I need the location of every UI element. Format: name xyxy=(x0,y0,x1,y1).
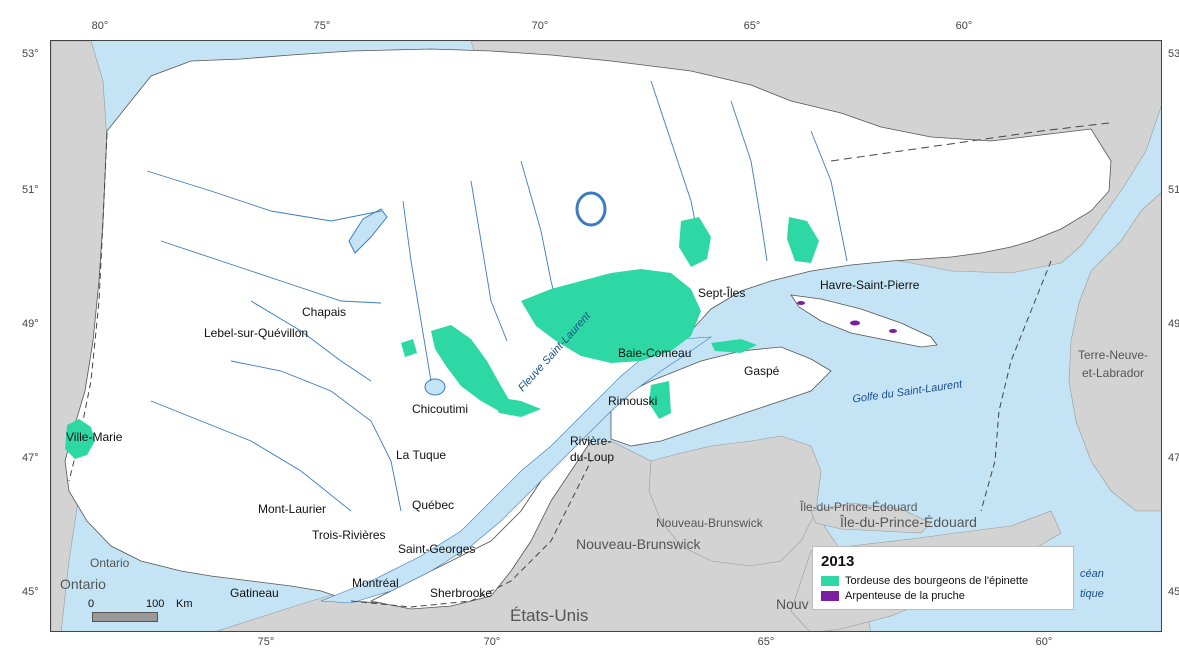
spruce-budworm-areas xyxy=(65,217,819,459)
label-nb-2: Nouveau-Brunswick xyxy=(576,536,701,552)
land-gaspe xyxy=(610,346,832,447)
label-terre-neuve-1: Terre-Neuve- xyxy=(1078,348,1149,362)
label-mont-laurier: Mont-Laurier xyxy=(258,502,327,516)
tick-right-45: 45 xyxy=(1168,586,1179,598)
tick-top-70: 70° xyxy=(531,20,549,32)
tick-top-60: 60° xyxy=(955,20,973,32)
label-sherbrooke: Sherbrooke xyxy=(430,586,493,600)
label-chicoutimi: Chicoutimi xyxy=(412,402,469,416)
tick-right-49: 49 xyxy=(1168,318,1179,330)
label-ipe-1: Île-du-Prince-Édouard xyxy=(800,500,918,514)
map-canvas xyxy=(51,41,1161,631)
legend-label-spruce-budworm: Tordeuse des bourgeons de l'épinette xyxy=(845,574,1029,587)
label-ontario-1: Ontario xyxy=(90,556,130,570)
boundary-gulf xyxy=(980,260,1052,512)
tick-left-53: 53° xyxy=(22,48,39,60)
legend-item-hemlock-looper: Arpenteuse de la pruche xyxy=(821,588,1065,603)
boundary-us xyxy=(350,460,592,608)
label-lebel: Lebel-sur-Quévillon xyxy=(204,326,309,340)
land-anticosti xyxy=(790,294,938,348)
label-rimouski: Rimouski xyxy=(608,394,658,408)
label-ipe-2: Île-du-Prince-Édouard xyxy=(840,514,977,530)
label-ville-marie: Ville-Marie xyxy=(66,430,123,444)
tick-bottom-65: 65° xyxy=(757,636,775,648)
tick-top-80: 80° xyxy=(91,20,109,32)
label-montreal: Montréal xyxy=(352,576,399,590)
label-gatineau: Gatineau xyxy=(230,586,279,600)
label-sept-iles: Sept-Îles xyxy=(698,286,746,300)
legend-item-spruce-budworm: Tordeuse des bourgeons de l'épinette xyxy=(821,573,1065,588)
tick-right-47: 47 xyxy=(1168,452,1179,464)
label-nb-1: Nouveau-Brunswick xyxy=(656,516,763,530)
label-quebec: Québec xyxy=(412,498,455,512)
scale-hundred-label: 100 xyxy=(146,598,165,610)
legend-label-hemlock-looper: Arpenteuse de la pruche xyxy=(845,589,965,602)
tick-left-49: 49° xyxy=(22,318,39,330)
legend-title: 2013 xyxy=(821,553,855,570)
tick-right-51: 51 xyxy=(1168,184,1179,196)
tick-left-47: 47° xyxy=(22,452,39,464)
map-frame xyxy=(50,40,1162,632)
label-riviere-du-loup-1: Rivière- xyxy=(570,434,612,448)
scale-unit-label: Km xyxy=(176,598,193,610)
label-havre: Havre-Saint-Pierre xyxy=(820,278,920,292)
boundary-labrador xyxy=(830,122,1110,162)
label-etats-unis: États-Unis xyxy=(510,606,589,625)
scale-bar xyxy=(92,612,158,622)
label-chapais: Chapais xyxy=(302,305,347,319)
tick-left-45: 45° xyxy=(22,586,39,598)
legend-swatch-hemlock-looper xyxy=(821,590,839,601)
label-la-tuque: La Tuque xyxy=(396,448,447,462)
map-legend: 2013 Tordeuse des bourgeons de l'épinett… xyxy=(812,546,1074,610)
label-ocean-1: céan xyxy=(1080,568,1104,580)
land-new-brunswick xyxy=(648,435,822,567)
lake-saint-jean xyxy=(424,378,446,396)
label-nb-3: Nouv xyxy=(776,596,809,612)
tick-top-65: 65° xyxy=(743,20,761,32)
land-pei xyxy=(810,502,932,534)
lake-manicouagan xyxy=(575,191,607,227)
tick-left-51: 51° xyxy=(22,184,39,196)
boundary-ontario xyxy=(68,132,108,482)
land-newfoundland xyxy=(1068,192,1161,512)
label-ontario-2: Ontario xyxy=(60,576,106,592)
label-trois-rivieres: Trois-Rivières xyxy=(312,528,386,542)
tick-bottom-75: 75° xyxy=(257,636,275,648)
label-gaspe: Gaspé xyxy=(744,364,780,378)
tick-top-75: 75° xyxy=(313,20,331,32)
label-saint-georges: Saint-Georges xyxy=(398,542,476,556)
tick-bottom-60: 60° xyxy=(1035,636,1053,648)
legend-swatch-spruce-budworm xyxy=(821,575,839,586)
tick-right-53: 53 xyxy=(1168,48,1179,60)
label-terre-neuve-2: et-Labrador xyxy=(1082,366,1145,380)
tick-bottom-70: 70° xyxy=(483,636,501,648)
label-riviere-du-loup-2: du-Loup xyxy=(570,450,615,464)
scale-zero-label: 0 xyxy=(88,598,95,610)
lake-mistassini xyxy=(348,208,388,254)
label-ocean-2: tique xyxy=(1080,588,1104,600)
label-baie-comeau: Baie-Comeau xyxy=(618,346,692,360)
hemlock-looper-areas xyxy=(797,301,897,333)
river-saint-laurent xyxy=(320,336,713,604)
